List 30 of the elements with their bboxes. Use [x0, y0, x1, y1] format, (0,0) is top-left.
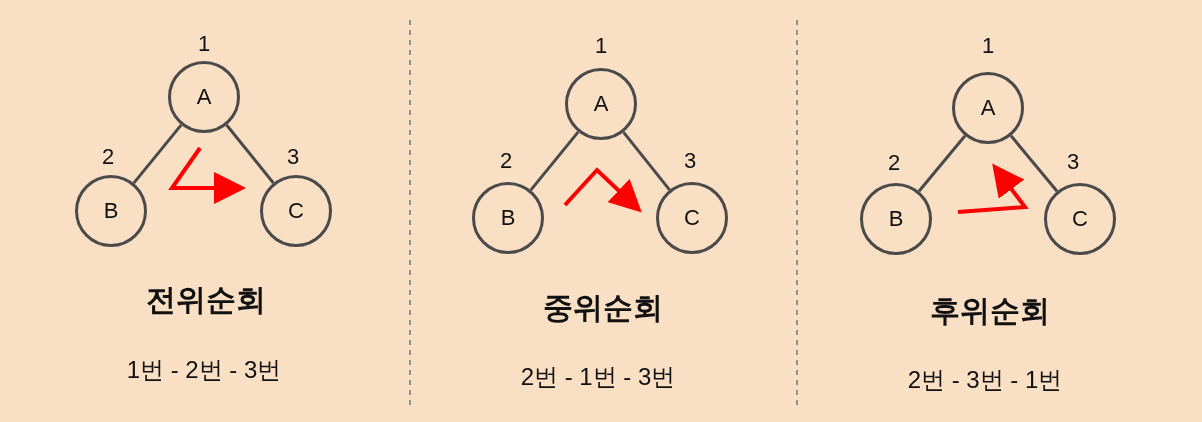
tree-node-circle: A — [952, 72, 1024, 144]
node-order-number: 2 — [101, 144, 115, 170]
tree-node-circle: C — [656, 182, 728, 254]
tree-node-circle: B — [860, 183, 932, 255]
node-order-number: 1 — [197, 31, 211, 57]
visit-order-text: 2번 - 1번 - 3번 — [520, 362, 676, 392]
node-order-number: 3 — [1066, 149, 1080, 175]
tree-node-circle: C — [260, 175, 332, 247]
tree-node-circle: B — [75, 175, 147, 247]
visit-order-text: 2번 - 3번 - 1번 — [907, 365, 1063, 395]
tree-edge — [225, 124, 275, 184]
node-order-number: 2 — [499, 148, 513, 174]
visit-order-text: 1번 - 2번 - 3번 — [126, 355, 282, 385]
tree-edge — [132, 123, 183, 185]
tree-node-circle: A — [168, 61, 240, 133]
traversal-title: 중위순회 — [543, 289, 663, 326]
tree-edge — [1009, 134, 1059, 193]
node-order-number: 1 — [981, 33, 995, 59]
traversal-title: 전위순회 — [146, 281, 266, 318]
node-order-number: 1 — [594, 33, 608, 59]
node-order-number: 2 — [887, 150, 901, 176]
tree-node-circle: B — [472, 182, 544, 254]
tree-node-circle: A — [565, 68, 637, 140]
tree-edge — [529, 130, 580, 192]
tree-edge — [622, 131, 671, 191]
node-order-number: 3 — [683, 148, 697, 174]
tree-edge — [917, 134, 967, 193]
node-order-number: 3 — [286, 144, 300, 170]
traversal-title: 후위순회 — [930, 292, 1050, 329]
tree-node-circle: C — [1044, 183, 1116, 255]
